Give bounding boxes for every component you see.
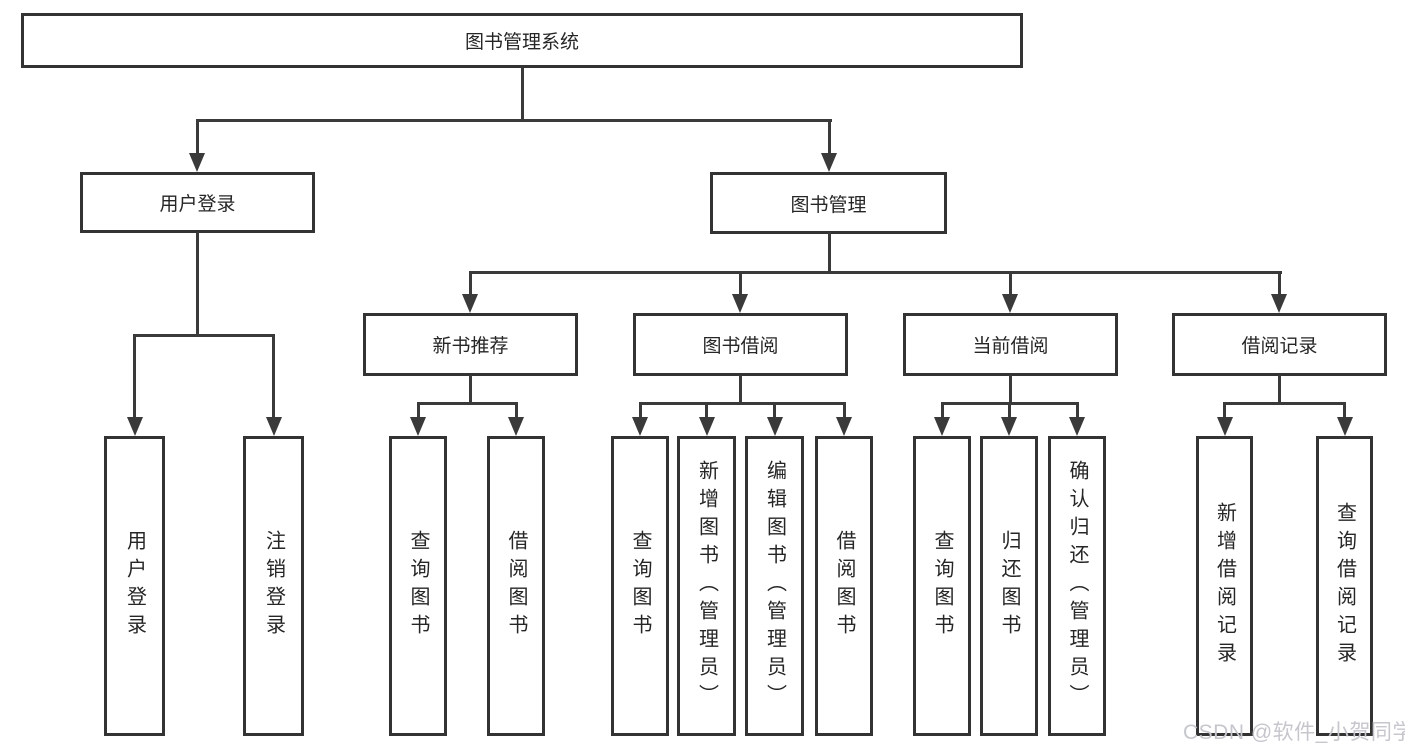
connector-line <box>1277 271 1281 297</box>
connector-line <box>738 375 742 405</box>
arrowhead-down-icon <box>1001 417 1017 436</box>
connector-line <box>195 119 199 157</box>
arrowhead-down-icon <box>1271 294 1287 313</box>
connector-line <box>468 271 1282 274</box>
arrowhead-down-icon <box>1336 417 1353 436</box>
node-current-borrowing: 当前借阅 <box>903 313 1118 376</box>
leaf-records-query-borrow-record: 查询借阅记录 <box>1316 436 1373 736</box>
connector-line <box>940 402 944 419</box>
connector-line <box>468 271 472 297</box>
connector-line <box>1343 402 1346 419</box>
connector-line <box>195 232 199 336</box>
leaf-recommend-query-books: 查询图书 <box>389 436 447 736</box>
connector-line <box>133 334 275 337</box>
leaf-user-login: 用户登录 <box>104 436 165 736</box>
connector-line <box>1223 402 1346 405</box>
leaf-current-confirm-return-admin: 确认归还（管理员） <box>1048 436 1106 736</box>
connector-line <box>514 402 518 419</box>
arrowhead-down-icon <box>934 417 950 436</box>
arrowhead-down-icon <box>766 417 783 436</box>
connector-line <box>638 402 642 419</box>
connector-line <box>1007 402 1011 419</box>
connector-line <box>1223 402 1226 419</box>
arrowhead-down-icon <box>732 294 748 313</box>
leaf-borrowing-add-books-admin: 新增图书（管理员） <box>677 436 736 736</box>
arrowhead-down-icon <box>698 417 715 436</box>
connector-line <box>416 402 420 419</box>
node-user-login: 用户登录 <box>80 172 315 233</box>
connector-line <box>1008 271 1012 297</box>
leaf-recommend-borrow-books: 借阅图书 <box>487 436 545 736</box>
arrowhead-down-icon <box>410 417 426 436</box>
leaf-current-return-books: 归还图书 <box>980 436 1038 736</box>
connector-line <box>773 402 776 419</box>
connector-line <box>705 402 708 419</box>
connector-line <box>195 119 832 122</box>
arrowhead-down-icon <box>189 153 205 172</box>
connector-line <box>638 402 846 405</box>
connector-line <box>827 119 831 157</box>
connector-line <box>520 68 524 122</box>
connector-line <box>738 271 742 297</box>
arrowhead-down-icon <box>821 153 837 172</box>
node-book-borrowing: 图书借阅 <box>633 313 848 376</box>
connector-line <box>1008 375 1012 405</box>
csdn-watermark: CSDN @软件_小贺同学 <box>1183 721 1405 744</box>
node-book-management: 图书管理 <box>710 172 947 234</box>
leaf-borrowing-edit-books-admin: 编辑图书（管理员） <box>745 436 804 736</box>
leaf-current-query-books: 查询图书 <box>913 436 971 736</box>
arrowhead-down-icon <box>836 417 852 436</box>
connector-line <box>1075 402 1079 419</box>
leaf-logout: 注销登录 <box>243 436 304 736</box>
connector-line <box>827 232 831 273</box>
arrowhead-down-icon <box>508 417 524 436</box>
arrowhead-down-icon <box>1069 417 1085 436</box>
arrowhead-down-icon <box>1002 294 1018 313</box>
node-borrowing-records: 借阅记录 <box>1172 313 1387 376</box>
connector-line <box>416 402 518 405</box>
connector-line <box>468 375 472 405</box>
node-root-library-management-system: 图书管理系统 <box>21 13 1023 68</box>
connector-line <box>272 334 275 419</box>
node-new-book-recommendation: 新书推荐 <box>363 313 578 376</box>
leaf-borrowing-query-books: 查询图书 <box>611 436 669 736</box>
connector-line <box>842 402 846 419</box>
leaf-borrowing-borrow-books: 借阅图书 <box>815 436 873 736</box>
arrowhead-down-icon <box>632 417 648 436</box>
connector-line <box>133 334 136 419</box>
arrowhead-down-icon <box>126 417 143 436</box>
leaf-records-add-borrow-record: 新增借阅记录 <box>1196 436 1253 736</box>
arrowhead-down-icon <box>1216 417 1233 436</box>
arrowhead-down-icon <box>462 294 478 313</box>
arrowhead-down-icon <box>265 417 282 436</box>
connector-line <box>1277 375 1281 405</box>
